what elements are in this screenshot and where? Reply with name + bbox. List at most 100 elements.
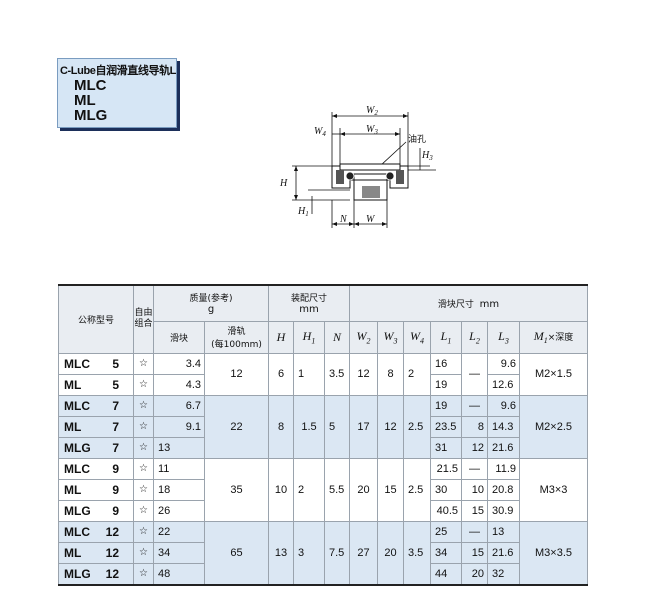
cell-L1: 44 [430,562,462,585]
cell-H1: 3 [293,520,325,585]
cell-H1: 2 [293,457,325,522]
cell-L3: 21.6 [487,436,520,459]
header-H: H [268,320,294,354]
cell-W4: 2 [403,352,431,396]
cell-block-mass: 13 [153,436,205,459]
cell-L1: 34 [430,541,462,564]
header-M1: M1×深度 [519,320,588,354]
w-label: W [366,214,376,225]
cell-free-combo: ☆ [133,457,154,480]
cell-L2: — [461,457,488,480]
cell-N: 5.5 [324,457,350,522]
header-H1: H1 [293,320,325,354]
cross-section-drawing: W2 W4 W3 油孔 H3 H H1 N W [279,105,436,228]
cell-L2: 10 [461,478,488,501]
cell-H1: 1.5 [293,394,325,459]
cell-L2: 8 [461,415,488,438]
cell-L3: 14.3 [487,415,520,438]
cell-rail-mass: 22 [204,394,269,459]
cell-L2: 15 [461,499,488,522]
cell-N: 5 [324,394,350,459]
header-block-dims: 滑块尺寸 mm [349,284,588,322]
cell-free-combo: ☆ [133,478,154,501]
cell-block-mass: 6.7 [153,394,205,417]
cell-rail-mass: 35 [204,457,269,522]
header-N: N [324,320,350,354]
h3-label: H3 [421,150,433,162]
cell-H: 10 [268,457,294,522]
cell-free-combo: ☆ [133,373,154,396]
cell-block-mass: 9.1 [153,415,205,438]
cell-L2: 15 [461,541,488,564]
cell-L1: 23.5 [430,415,462,438]
cell-block-mass: 18 [153,478,205,501]
cell-L2: 12 [461,436,488,459]
cell-L1: 19 [430,394,462,417]
cell-W4: 2.5 [403,457,431,522]
header-L1: L1 [430,320,462,354]
cell-L2: — [461,520,488,543]
model-ml-label: ML [74,92,96,109]
cell-H: 6 [268,352,294,396]
cell-L1: 19 [430,373,462,396]
header-rail-mass: 滑轨(每100mm) [204,320,269,354]
cell-L3: 32 [487,562,520,585]
cell-free-combo: ☆ [133,436,154,459]
cell-M1: M3×3 [519,457,588,522]
cell-L3: 9.6 [487,394,520,417]
header-L2: L2 [461,320,488,354]
cell-W4: 3.5 [403,520,431,585]
cell-L3: 20.8 [487,478,520,501]
cell-L1: 30 [430,478,462,501]
cell-L3: 13 [487,520,520,543]
cell-W3: 20 [377,520,404,585]
cell-W3: 15 [377,457,404,522]
cell-M1: M2×2.5 [519,394,588,459]
cell-block-mass: 34 [153,541,205,564]
cell-W2: 27 [349,520,378,585]
h1-label: H1 [297,206,309,218]
cell-L2: — [461,352,488,396]
cell-W3: 12 [377,394,404,459]
cell-W2: 12 [349,352,378,396]
cell-block-mass: 4.3 [153,373,205,396]
cell-free-combo: ☆ [133,352,154,375]
cell-block-mass: 26 [153,499,205,522]
cell-L1: 16 [430,352,462,375]
cell-free-combo: ☆ [133,520,154,543]
header-W4: W4 [403,320,431,354]
cell-W4: 2.5 [403,394,431,459]
header-W3: W3 [377,320,404,354]
model-mlc-label: MLC [74,77,107,94]
cell-L1: 40.5 [430,499,462,522]
cell-L2: — [461,394,488,417]
cell-L1: 31 [430,436,462,459]
series-title-box: C-Lube自润滑直线导轨L MLC ML MLG [57,58,177,128]
cell-L3: 21.6 [487,541,520,564]
w2-label: W2 [366,105,378,117]
cell-H: 13 [268,520,294,585]
cell-free-combo: ☆ [133,415,154,438]
cell-L3: 9.6 [487,352,520,375]
cell-free-combo: ☆ [133,541,154,564]
cell-L2: 20 [461,562,488,585]
n-label: N [339,214,348,225]
cell-block-mass: 3.4 [153,352,205,375]
cell-H: 8 [268,394,294,459]
cell-rail-mass: 65 [204,520,269,585]
cell-H1: 1 [293,352,325,396]
